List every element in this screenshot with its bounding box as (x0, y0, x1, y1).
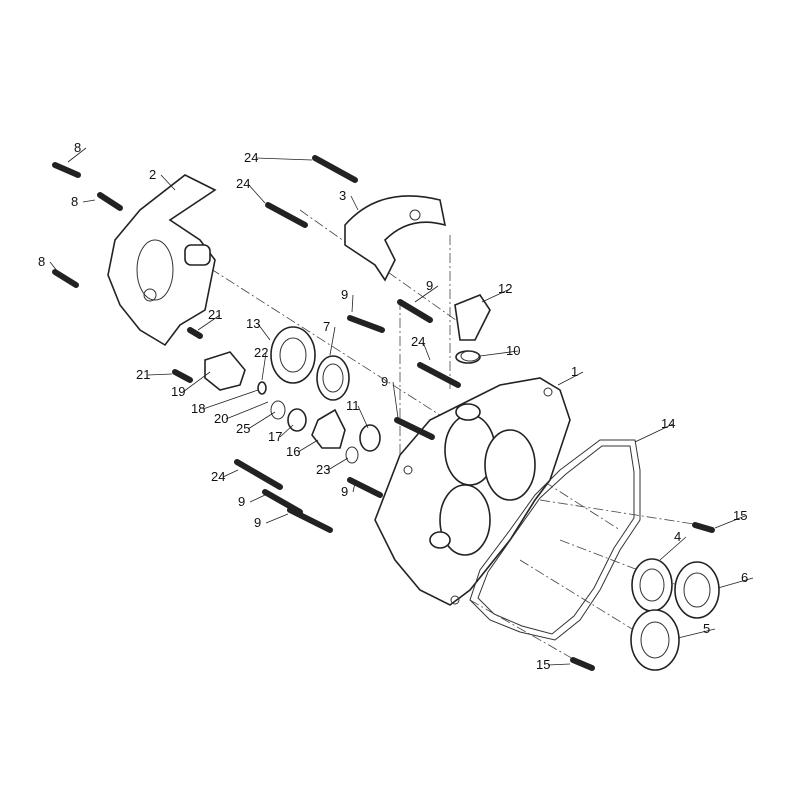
leader-line (327, 457, 349, 471)
part-17 (287, 408, 307, 432)
ring-part-23 (345, 446, 359, 464)
bearing-part-13 (270, 326, 316, 384)
leader-line (350, 195, 359, 211)
leader-line (247, 183, 266, 204)
callout-label: 12 (498, 281, 512, 296)
leader-line (261, 352, 267, 381)
callout-label: 2 (149, 167, 156, 182)
leader-line (202, 389, 259, 410)
leader-line (677, 628, 716, 639)
bearing-part-6 (674, 561, 720, 619)
callout-label: 24 (211, 469, 225, 484)
leader-line (557, 371, 584, 386)
callout-label: 8 (74, 140, 81, 155)
callout-label: 9 (341, 287, 348, 302)
callout-label: 24 (236, 176, 250, 191)
leader-line (357, 405, 369, 429)
callout-label: 16 (286, 444, 300, 459)
leader-line (147, 373, 173, 376)
callout-label: 15 (536, 657, 550, 672)
part-22 (257, 381, 267, 395)
leader-line (255, 157, 313, 161)
callout-label: 1 (571, 364, 578, 379)
callout-label: 3 (339, 188, 346, 203)
leader-line (247, 411, 276, 430)
leader-line (547, 663, 571, 666)
cover-part-2 (107, 174, 217, 347)
leader-line (265, 513, 289, 524)
bracket-part-3 (344, 195, 447, 282)
leader-line (297, 439, 319, 453)
callout-label: 11 (346, 398, 360, 413)
leader-line (714, 515, 746, 529)
callout-label: 19 (171, 384, 185, 399)
callout-label: 24 (244, 150, 258, 165)
callout-label: 20 (214, 411, 228, 426)
leader-line (249, 494, 266, 503)
crankcase-part-1 (374, 377, 571, 606)
callout-label: 9 (426, 278, 433, 293)
bearings (270, 326, 720, 671)
callout-label: 4 (674, 529, 681, 544)
callout-label: 7 (323, 319, 330, 334)
leader-line (257, 323, 271, 341)
callout-label: 15 (733, 508, 747, 523)
callout-label: 21 (136, 367, 150, 382)
plate-part-19 (204, 351, 246, 391)
callout-label: 22 (254, 345, 268, 360)
leader-line (351, 294, 354, 313)
callout-label: 21 (208, 307, 222, 322)
leader-line (659, 536, 687, 561)
leader-line (222, 469, 239, 478)
callout-label: 9 (254, 515, 261, 530)
leader-line (352, 482, 356, 493)
leader-line (481, 288, 511, 303)
bearing-part-4 (631, 558, 673, 612)
callout-label: 14 (661, 416, 675, 431)
leader-line (197, 314, 221, 331)
leader-line (479, 350, 519, 357)
leader-line (634, 423, 674, 443)
ring-part-10 (460, 350, 480, 362)
bolts (52, 155, 715, 671)
leader-line (422, 341, 431, 361)
leader-line (182, 371, 211, 393)
callout-label: 9 (341, 484, 348, 499)
filler-cap-part-12 (454, 294, 491, 364)
callout-label: 18 (191, 401, 205, 416)
leader-line (67, 147, 87, 163)
gear-part-16 (311, 408, 346, 449)
callout-label: 25 (236, 421, 250, 436)
gasket-part-14 (469, 439, 641, 641)
callout-label: 10 (506, 343, 520, 358)
callout-label: 6 (741, 570, 748, 585)
callout-label: 9 (381, 374, 388, 389)
leader-line (279, 424, 294, 438)
seal-part-7 (316, 355, 350, 401)
callout-label: 9 (238, 494, 245, 509)
leader-line (160, 174, 176, 191)
callout-label: 8 (71, 194, 78, 209)
seal-part-11 (359, 424, 381, 452)
leader-line (225, 401, 269, 420)
leader-line (717, 577, 754, 589)
callout-label: 17 (268, 429, 282, 444)
callout-label: 13 (246, 316, 260, 331)
leader-line (82, 199, 96, 203)
leader-line (414, 285, 439, 303)
leader-line (392, 381, 399, 419)
callout-label: 5 (703, 621, 710, 636)
callout-label: 24 (411, 334, 425, 349)
ring-part-25 (270, 400, 286, 420)
callout-label: 8 (38, 254, 45, 269)
leader-line (49, 261, 59, 273)
callout-label: 23 (316, 462, 330, 477)
bearing-part-5 (630, 609, 680, 671)
leader-line (329, 326, 336, 356)
